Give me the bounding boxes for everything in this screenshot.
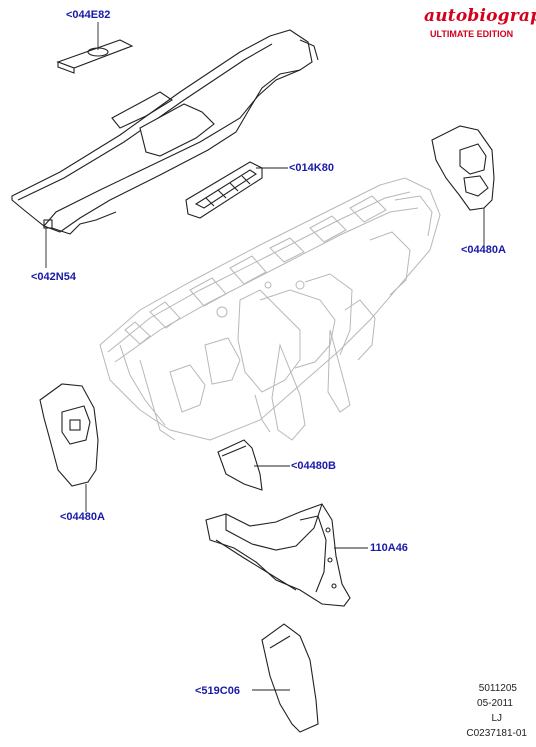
small-trim-piece	[217, 439, 263, 491]
reference-date: 05-2011	[477, 698, 513, 709]
lower-support-bracket	[205, 503, 351, 607]
center-air-vent	[185, 161, 263, 219]
brand-logo-text: autobiography	[424, 6, 536, 26]
left-end-panel	[39, 383, 99, 487]
brand-edition: ULTIMATE EDITION	[430, 29, 514, 39]
speaker-grille-cover	[56, 39, 134, 74]
part-label-right-end-panel[interactable]: <04480A	[461, 244, 506, 256]
right-end-panel	[431, 125, 495, 211]
part-label-small-trim[interactable]: <04480B	[291, 460, 336, 472]
part-label-center-vent[interactable]: <014K80	[289, 162, 334, 174]
dashboard-frame	[99, 177, 441, 441]
reference-drawing-id: C0237181-01	[466, 728, 527, 739]
reference-code: LJ	[491, 713, 502, 724]
part-label-left-end-panel[interactable]: <04480A	[60, 511, 105, 523]
part-label-speaker-cover[interactable]: <044E82	[66, 9, 111, 21]
part-label-lower-bracket[interactable]: 110A46	[370, 542, 408, 554]
dash-top-pad	[11, 29, 319, 235]
leader-lines	[45, 22, 485, 691]
pillar-trim	[261, 623, 319, 733]
part-label-pillar-trim[interactable]: <519C06	[195, 685, 240, 697]
reference-number: 5011205	[478, 683, 517, 694]
part-label-dash-top[interactable]: <042N54	[31, 271, 76, 283]
